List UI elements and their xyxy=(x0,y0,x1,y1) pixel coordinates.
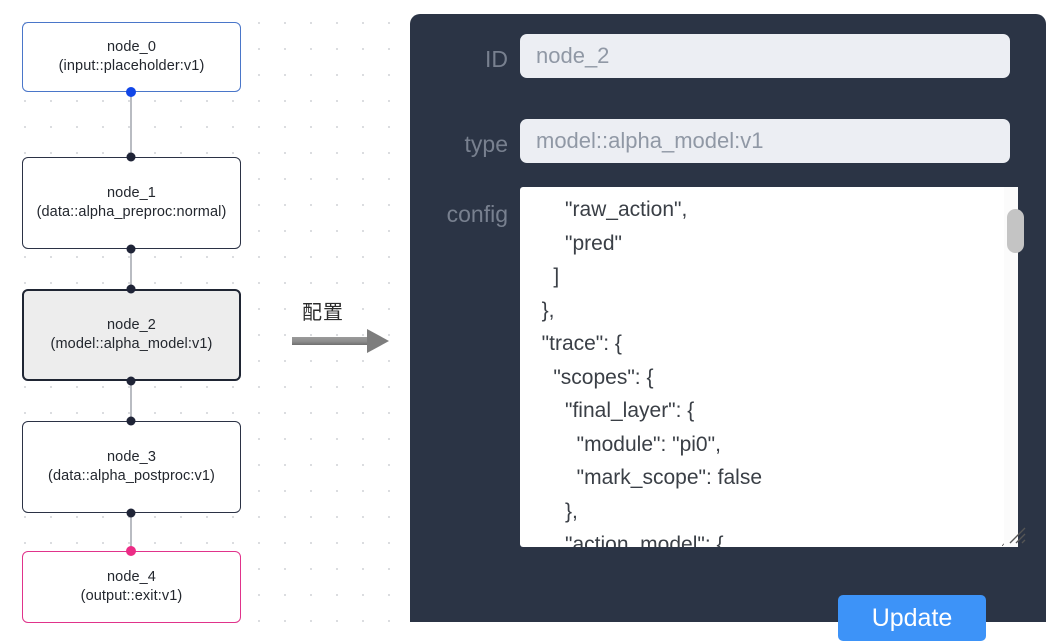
node-label: node_3 (data::alpha_postproc:v1) xyxy=(48,449,215,484)
field-row-id: ID xyxy=(410,34,1046,78)
update-button[interactable]: Update xyxy=(838,595,986,641)
graph-node-node_4[interactable]: node_4 (output::exit:v1) xyxy=(22,551,241,623)
edge-node0-node1 xyxy=(130,92,132,157)
right-arrow-icon xyxy=(292,337,370,345)
config-textarea[interactable]: "raw_action", "pred" ] }, "trace": { "sc… xyxy=(520,187,1010,547)
node-inspector-panel: ID type config "raw_action", "pred" ] },… xyxy=(410,14,1046,641)
port-node_4-in[interactable] xyxy=(126,546,136,556)
graph-node-node_2[interactable]: node_2 (model::alpha_model:v1) xyxy=(22,289,241,381)
type-input[interactable] xyxy=(520,119,1010,163)
node-label: node_4 (output::exit:v1) xyxy=(80,569,183,604)
field-row-config: config "raw_action", "pred" ] }, "trace"… xyxy=(410,187,1046,547)
port-node_2-out[interactable] xyxy=(126,376,136,386)
type-label: type xyxy=(464,131,508,157)
graph-node-node_0[interactable]: node_0 (input::placeholder:v1) xyxy=(22,22,241,92)
port-node_3-in[interactable] xyxy=(126,416,136,426)
port-node_1-out[interactable] xyxy=(126,244,136,254)
node-label: node_2 (model::alpha_model:v1) xyxy=(50,317,213,352)
id-input[interactable] xyxy=(520,34,1010,78)
annotation-arrow-group: 配置 xyxy=(292,296,402,366)
port-node_0-out[interactable] xyxy=(126,87,136,97)
node-label: node_1 (data::alpha_preproc:normal) xyxy=(36,185,227,220)
field-row-type: type xyxy=(410,119,1046,163)
right-arrow-head-icon xyxy=(367,329,389,353)
port-node_2-in[interactable] xyxy=(126,284,136,294)
id-label: ID xyxy=(485,46,508,72)
config-label: config xyxy=(446,201,508,227)
edge-node2-node3 xyxy=(130,381,132,421)
graph-node-node_1[interactable]: node_1 (data::alpha_preproc:normal) xyxy=(22,157,241,249)
node-label: node_0 (input::placeholder:v1) xyxy=(58,39,205,74)
edge-node1-node2 xyxy=(130,249,132,289)
graph-node-node_3[interactable]: node_3 (data::alpha_postproc:v1) xyxy=(22,421,241,513)
port-node_1-in[interactable] xyxy=(126,152,136,162)
annotation-label: 配置 xyxy=(302,300,344,324)
port-node_3-out[interactable] xyxy=(126,508,136,518)
edge-node3-node4 xyxy=(130,513,132,551)
